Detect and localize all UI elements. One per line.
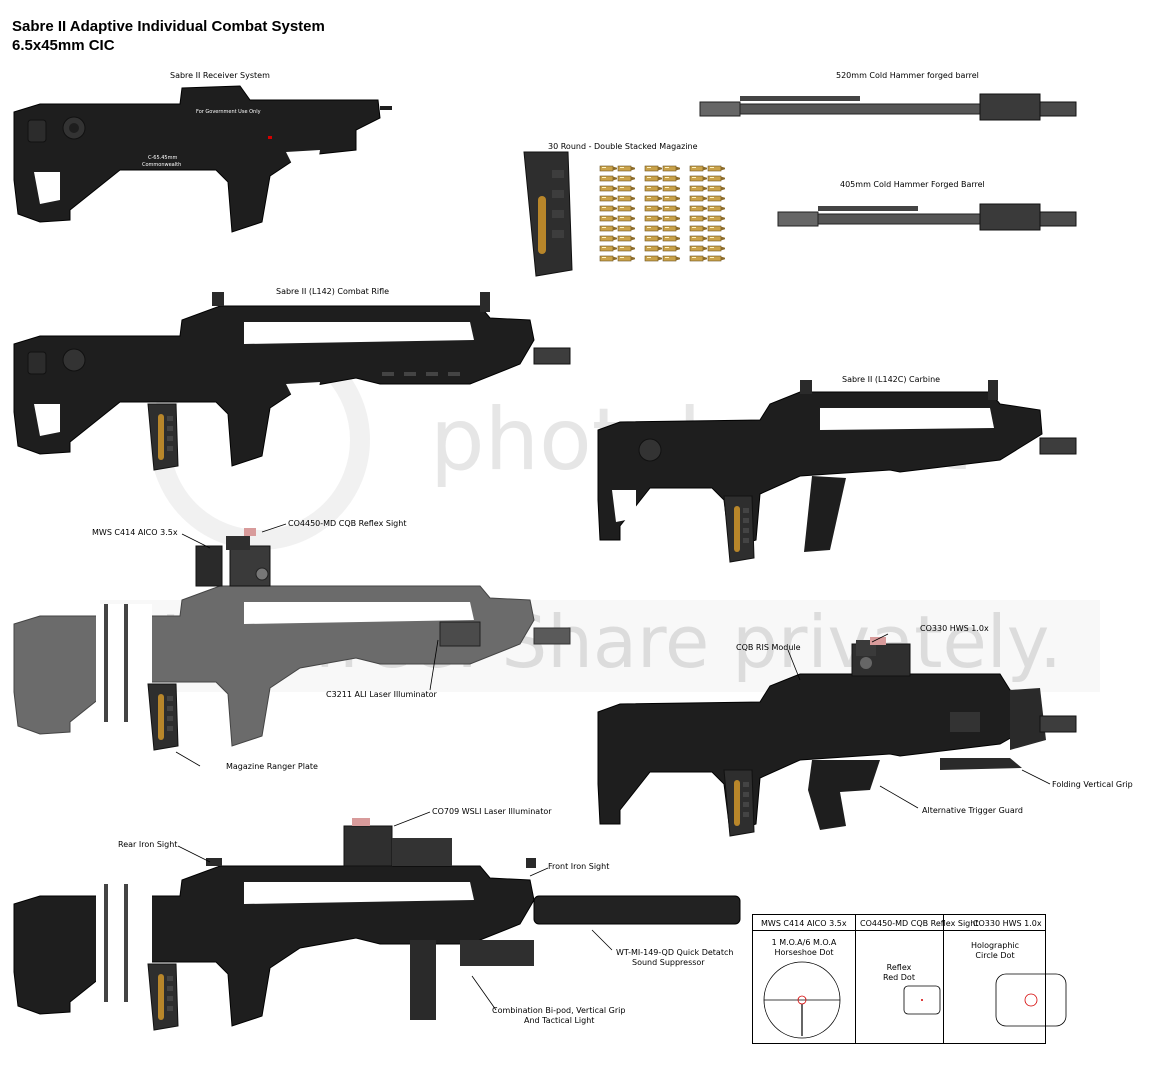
suppressed-rifle-illustration [13, 818, 741, 1031]
hws-label: CO330 HWS 1.0x [920, 624, 989, 633]
optics-rifle-illustration [13, 528, 571, 751]
suppressor-label-line-1: WT-MI-149-QD Quick Detatch [616, 948, 734, 957]
carbine-illustration [597, 380, 1077, 563]
receiver-stamp-1: For Government Use Only [196, 109, 261, 115]
legend-col-3-head: CO330 HWS 1.0x [972, 919, 1042, 928]
barrel-520-illustration [699, 93, 1077, 121]
magazine-label: 30 Round - Double Stacked Magazine [548, 142, 698, 151]
legend-col-2-line-2: Red Dot [883, 973, 915, 982]
bipod-label-line-2: And Tactical Light [524, 1016, 595, 1025]
receiver-illustration [13, 85, 392, 233]
legend-col-2-border [855, 915, 944, 1043]
legend-col-2-line-1: Reflex [886, 963, 912, 972]
legend-col-1-line-2: Horseshoe Dot [774, 948, 834, 957]
front-sight-label: Front Iron Sight [548, 862, 610, 871]
ris-label: CQB RIS Module [736, 643, 801, 652]
leader-lines [175, 523, 1051, 1011]
rifle-label: Sabre II (L142) Combat Rifle [276, 287, 390, 296]
legend-col-2-head: CO4450-MD CQB Reflex Sight [860, 919, 979, 928]
rear-sight-label: Rear Iron Sight [118, 840, 178, 849]
reflex-label: CO4450-MD CQB Reflex Sight [288, 519, 407, 528]
barrel-405-illustration [777, 203, 1077, 231]
suppressor-label-line-2: Sound Suppressor [632, 958, 705, 967]
combat-rifle-illustration [13, 292, 571, 471]
legend-col-1-line-1: 1 M.O.A/6 M.O.A [771, 938, 837, 947]
legend-header-divider [753, 930, 1045, 931]
mws-label: MWS C414 AICO 3.5x [92, 528, 178, 537]
receiver-stamp-3: Commonwealth [142, 162, 182, 168]
illuminator-label: C3211 ALI Laser Illuminator [326, 690, 437, 699]
legend-col-1-head: MWS C414 AICO 3.5x [761, 919, 847, 928]
barrel-520-label: 520mm Cold Hammer forged barrel [836, 71, 979, 80]
carbine-label: Sabre II (L142C) Carbine [842, 375, 941, 384]
reticle-legend: MWS C414 AICO 3.5x CO4450-MD CQB Reflex … [752, 914, 1046, 1044]
legend-col-3-line-1: Holographic [970, 941, 1020, 950]
barrel-405-label: 405mm Cold Hammer Forged Barrel [840, 180, 985, 189]
page-subtitle: 6.5x45mm CIC [12, 37, 115, 54]
receiver-stamp-2: C-65.45mm [148, 155, 178, 161]
legend-col-1-border [753, 915, 856, 1043]
wsli-label: CO709 WSLI Laser Illuminator [432, 807, 552, 816]
page-title: Sabre II Adaptive Individual Combat Syst… [12, 18, 325, 35]
trigger-guard-label: Alternative Trigger Guard [922, 806, 1023, 815]
ris-carbine-illustration [597, 637, 1077, 837]
receiver-label: Sabre II Receiver System [170, 71, 270, 80]
cartridge-grid [599, 165, 726, 262]
bipod-label-line-1: Combination Bi-pod, Vertical Grip [492, 1006, 626, 1015]
folding-grip-label: Folding Vertical Grip [1052, 780, 1133, 789]
legend-col-3-line-2: Circle Dot [975, 951, 1015, 960]
ranger-plate-label: Magazine Ranger Plate [226, 762, 318, 771]
magazine-illustration [523, 151, 726, 277]
legend-reticles [763, 961, 1067, 1039]
